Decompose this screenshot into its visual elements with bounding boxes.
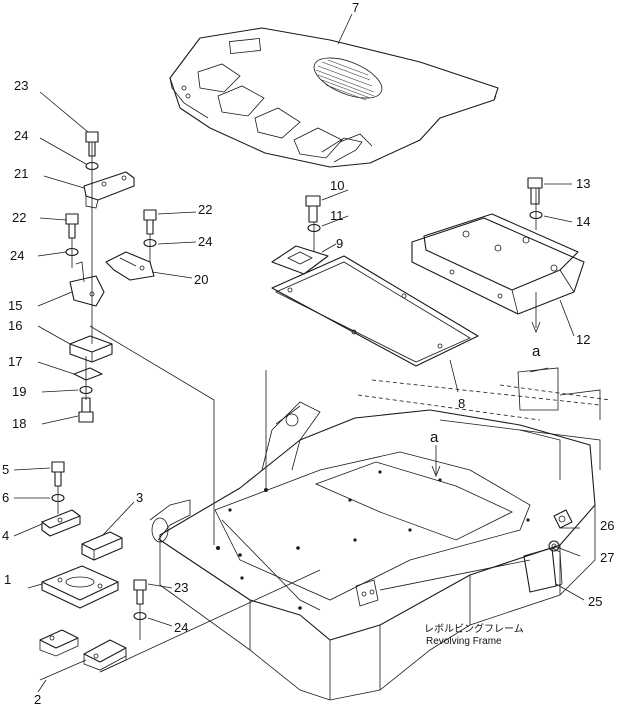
- callout-16: 16: [8, 318, 22, 333]
- bracket-2a: [39, 629, 79, 657]
- callout-leaders: [13, 13, 585, 693]
- callout-9: 9: [336, 236, 343, 251]
- callout-24-top: 24: [14, 128, 28, 143]
- callout-21: 21: [14, 166, 28, 181]
- plate-1: [41, 565, 119, 609]
- bolt-13: [527, 177, 543, 205]
- callout-10: 10: [330, 178, 344, 193]
- vent-grille: [313, 57, 383, 101]
- callout-18: 18: [12, 416, 26, 431]
- bracket-2b: [83, 639, 127, 671]
- callout-15: 15: [8, 298, 22, 313]
- bracket-20: [105, 251, 155, 281]
- revolving-frame: [149, 367, 611, 701]
- callout-26: 26: [600, 518, 614, 533]
- bolt-23-top: [85, 131, 99, 157]
- block-16: [69, 335, 113, 363]
- small-cover-9: [271, 245, 329, 275]
- callout-22-right: 22: [198, 202, 212, 217]
- callout-20: 20: [194, 272, 208, 287]
- bolt-22-left: [65, 213, 79, 239]
- hood-cover-12: [411, 213, 585, 315]
- callout-12: 12: [576, 332, 590, 347]
- callout-7: 7: [352, 0, 359, 15]
- cover-plate-8: [271, 255, 479, 367]
- callout-24-bottom: 24: [174, 620, 188, 635]
- callout-24-left: 24: [10, 248, 24, 263]
- washer-27: [548, 540, 560, 552]
- callout-labels: 1 2 3 4 5 6 7 8 9 10 11 12 13 14 15 16 1…: [2, 0, 614, 707]
- callout-11: 11: [330, 208, 344, 223]
- callout-14: 14: [576, 214, 590, 229]
- callout-2: 2: [34, 692, 41, 707]
- block-4: [41, 509, 81, 537]
- bracket-15: [69, 261, 105, 307]
- callout-8: 8: [458, 396, 465, 411]
- callout-5: 5: [2, 462, 9, 477]
- bolt-26: [553, 509, 573, 529]
- callout-25: 25: [588, 594, 602, 609]
- callout-19: 19: [12, 384, 26, 399]
- callout-4: 4: [2, 528, 9, 543]
- plate-17: [73, 367, 103, 381]
- callout-6: 6: [2, 490, 9, 505]
- assembly-lines: [39, 142, 581, 681]
- bolt-18: [78, 397, 94, 423]
- bracket-21: [83, 171, 135, 209]
- callout-27: 27: [600, 550, 614, 565]
- callout-1: 1: [4, 572, 11, 587]
- bracket-25: [523, 547, 563, 593]
- floor-plate-7: [169, 27, 499, 168]
- bolt-23-bottom: [133, 579, 147, 605]
- block-3: [81, 531, 123, 561]
- caption-japanese: レボルビングフレーム: [424, 622, 524, 635]
- callout-17: 17: [8, 354, 22, 369]
- callout-24-right: 24: [198, 234, 212, 249]
- callout-13: 13: [576, 176, 590, 191]
- bolt-5: [51, 461, 65, 487]
- direction-marker-a-upper: a: [532, 343, 541, 360]
- callout-22-left: 22: [12, 210, 26, 225]
- bolt-10: [305, 195, 321, 223]
- bolt-22-right: [143, 209, 157, 235]
- caption-english: Revolving Frame: [426, 636, 502, 647]
- direction-marker-a-lower: a: [430, 429, 439, 446]
- callout-23-bottom: 23: [174, 580, 188, 595]
- callout-23-top: 23: [14, 78, 28, 93]
- callout-3: 3: [136, 490, 143, 505]
